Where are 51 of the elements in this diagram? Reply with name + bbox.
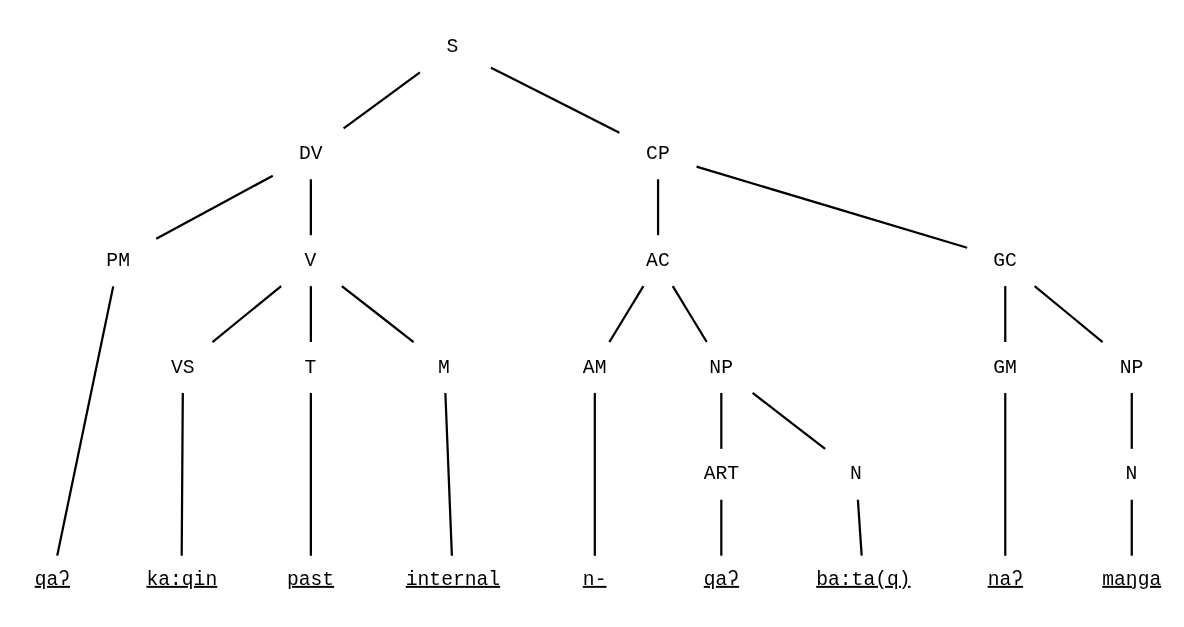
node-text: ba:ta(q) <box>816 568 911 591</box>
connector <box>490 66 620 134</box>
node-text: ka:qin <box>146 568 218 591</box>
connector <box>309 392 312 556</box>
connector <box>155 174 274 240</box>
connector <box>720 499 723 556</box>
node-text: qaʔ <box>703 568 740 591</box>
node-text: qaʔ <box>34 568 71 591</box>
connector <box>751 391 826 450</box>
node-text: N <box>849 462 862 485</box>
node-text: past <box>286 568 335 591</box>
node-text: AC <box>646 249 670 272</box>
connector <box>211 284 282 343</box>
node-text: PM <box>106 249 130 272</box>
node-text: DV <box>298 142 323 165</box>
connector <box>56 285 115 556</box>
connector <box>444 392 453 556</box>
node-text: internal <box>405 568 501 591</box>
node-text: T <box>304 356 317 379</box>
connector <box>608 285 645 343</box>
node-text: NP <box>1119 356 1144 379</box>
connector <box>671 285 708 343</box>
node-text: M <box>438 356 450 379</box>
connector <box>696 165 968 249</box>
connector <box>342 71 421 129</box>
node-text: N <box>1125 462 1138 485</box>
connector <box>656 178 660 235</box>
connector <box>1130 499 1133 556</box>
connector <box>309 178 312 235</box>
node-text: S <box>446 35 459 58</box>
node-text: GM <box>993 356 1017 379</box>
node-text: VS <box>171 356 195 379</box>
connector <box>180 392 184 556</box>
connector <box>1033 284 1104 343</box>
connector <box>1130 392 1133 449</box>
node-text: AM <box>582 356 607 379</box>
connector <box>1004 392 1007 556</box>
node-text: GC <box>993 249 1017 272</box>
connector <box>309 285 312 342</box>
node-text: n- <box>582 568 607 591</box>
connector <box>1004 285 1007 342</box>
connector <box>593 392 596 556</box>
node-text: NP <box>709 356 733 379</box>
node-text: maŋga <box>1102 568 1162 591</box>
node-text: naʔ <box>987 568 1024 591</box>
node-text: ART <box>703 462 740 485</box>
connector <box>341 284 415 343</box>
node-text: V <box>304 249 317 272</box>
node-text: CP <box>646 142 670 165</box>
connector <box>720 392 723 449</box>
connector <box>856 499 863 556</box>
